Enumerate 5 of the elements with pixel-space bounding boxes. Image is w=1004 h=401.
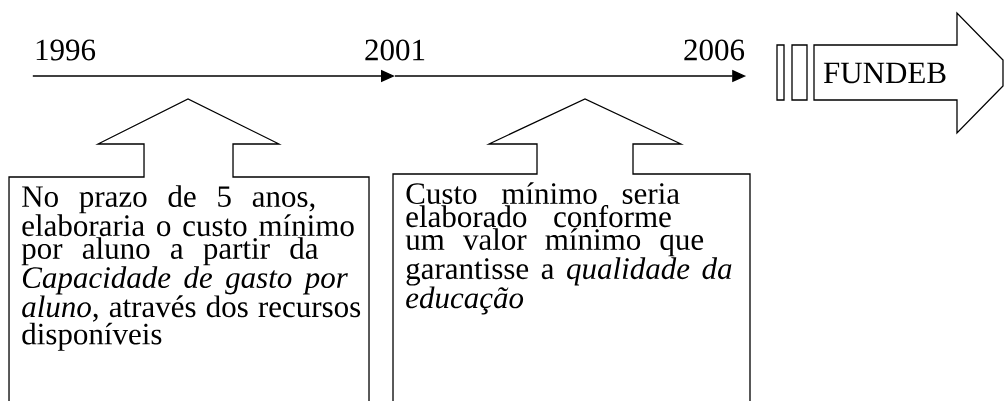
year-label: 1996	[36, 39, 96, 61]
year-label: 2001	[365, 39, 425, 61]
callout-box: Custo mínimo seria elaborado conforme um valor mínimo que garantisse a qualidade da educação	[392, 98, 751, 401]
callout-box: No prazo de 5 anos, elaboraria o custo mínimo por aluno a partir da Capacidade de gasto por aluno, através dos recursos disponíveis	[8, 98, 370, 401]
year-label: 2006	[684, 39, 745, 61]
